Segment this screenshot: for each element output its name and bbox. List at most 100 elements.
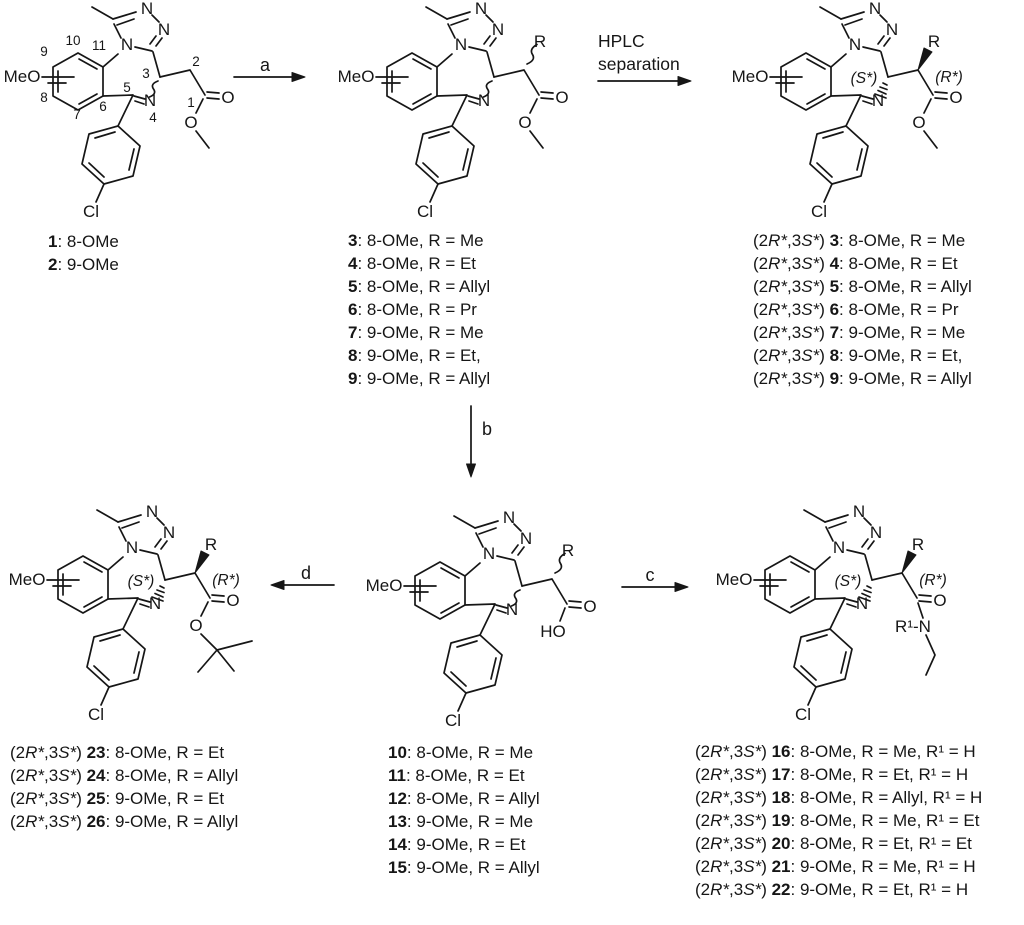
carbonyl-o-label: O <box>555 88 568 107</box>
chlorophenyl-aromatic-lines <box>88 131 135 178</box>
arrow-a: a <box>233 55 306 82</box>
compound-label: (2R*,3S*) 3: 8-OMe, R = Me <box>753 231 966 250</box>
triazole-n-right-label: N <box>886 20 898 39</box>
stereo-descriptor: (2R*,3S*) <box>695 788 772 807</box>
stereo-descriptor: (2R*,3S*) <box>10 812 87 831</box>
amide-r1-n-label: R¹-N <box>895 617 931 636</box>
compound-label: 10: 8-OMe, R = Me <box>388 743 534 762</box>
compound-label: (2R*,3S*) 23: 8-OMe, R = Et <box>10 743 225 762</box>
atom-labels: MeO N N N N Cl O O R <box>338 0 569 221</box>
compound-label: (2R*,3S*) 16: 8-OMe, R = Me, R¹ = H <box>695 742 976 761</box>
benzene-aromatic-lines <box>391 58 432 105</box>
stereo-descriptor: (2R*,3S*) <box>10 766 87 785</box>
double-bonds <box>840 11 891 105</box>
compound-label: (2R*,3S*) 8: 9-OMe, R = Et, <box>753 346 963 365</box>
stereo-descriptor: (2R*,3S*) <box>753 277 830 296</box>
methyl-ester-bonds <box>195 98 210 149</box>
ester-o-label: O <box>912 113 925 132</box>
compound-label: (2R*,3S*) 19: 8-OMe, R = Me, R¹ = Et <box>695 811 980 830</box>
structure-compounds-1-2: MeO N N N N Cl O O 10 11 9 8 7 6 5 4 3 2… <box>4 0 235 221</box>
arrow-d-label: d <box>301 563 311 583</box>
n4-label: N <box>144 91 156 110</box>
carbonyl-o-label: O <box>583 597 596 616</box>
amide-n-ethyl-bonds <box>917 602 936 676</box>
sidechain-bonds <box>887 69 948 100</box>
wedge-bond-c2-r <box>901 550 917 574</box>
compound-label: 2: 9-OMe <box>48 255 119 274</box>
atom-labels: MeO N N N N Cl O O <box>4 0 235 221</box>
chloro-bond <box>100 686 110 706</box>
ring-position-numbers: 10 11 9 8 7 6 5 4 3 2 1 <box>40 33 200 125</box>
labels-compounds-1-2: 1: 8-OMe 2: 9-OMe <box>48 230 119 276</box>
n11-label: N <box>849 35 861 54</box>
compound-label: 13: 9-OMe, R = Me <box>388 812 534 831</box>
s-star-label: (S*) <box>128 573 155 590</box>
triazole-diazepine-bonds <box>96 509 166 630</box>
r-group-label: R <box>205 535 217 554</box>
structure-compounds-10-15: MeO N N N N Cl O HO R <box>366 508 597 730</box>
compound-label: 8: 9-OMe, R = Et, <box>348 346 481 365</box>
compound-label: (2R*,3S*) 20: 8-OMe, R = Et, R¹ = Et <box>695 834 972 853</box>
labels-compounds-3-9: 3: 8-OMe, R = Me 4: 8-OMe, R = Et 5: 8-O… <box>348 229 490 390</box>
methoxy-label: MeO <box>732 67 769 86</box>
acid-oh-bond <box>559 607 566 622</box>
methoxy-variable-bond <box>769 76 803 84</box>
wavy-bond-c2-r <box>554 552 566 574</box>
methoxy-variable-bond <box>375 76 409 84</box>
triazole-n-top-label: N <box>853 502 865 521</box>
arrow-c: c <box>621 565 689 592</box>
hydroxyl-label: HO <box>540 622 566 641</box>
stereo-descriptor: (2R*,3S*) <box>695 765 772 784</box>
chlorine-label: Cl <box>811 202 827 221</box>
triazole-diazepine-bonds <box>819 6 889 127</box>
labels-compounds-16-22: (2R*,3S*) 16: 8-OMe, R = Me, R¹ = H (2R*… <box>695 740 982 901</box>
n11-label: N <box>126 538 138 557</box>
arrow-a-label: a <box>260 55 271 75</box>
compound-label: (2R*,3S*) 24: 8-OMe, R = Allyl <box>10 766 239 785</box>
arrow-b: b <box>466 405 492 478</box>
methoxy-variable-bond <box>753 579 787 587</box>
triazole-n-right-label: N <box>492 20 504 39</box>
position-11: 11 <box>92 38 106 53</box>
double-bonds <box>112 11 163 105</box>
methoxy-label: MeO <box>338 67 375 86</box>
position-8: 8 <box>40 90 48 105</box>
position-1: 1 <box>187 95 195 110</box>
atom-labels: MeO N N N N Cl O HO R <box>366 508 597 730</box>
methoxy-label: MeO <box>716 570 753 589</box>
sidechain-bonds <box>164 572 225 603</box>
arrowhead-c-icon <box>674 582 689 592</box>
chlorine-label: Cl <box>445 711 461 730</box>
hplc-label-line2: separation <box>598 54 680 74</box>
n11-label: N <box>121 35 133 54</box>
stereo-descriptor: (2R*,3S*) <box>695 857 772 876</box>
arrow-d: d <box>270 563 335 590</box>
triazole-n-right-label: N <box>520 529 532 548</box>
ester-o-label: O <box>518 113 531 132</box>
carbonyl-o-label: O <box>933 591 946 610</box>
wedge-bond-c2-r <box>194 550 210 574</box>
wavy-bond-c3 <box>482 80 493 98</box>
triazole-diazepine-bonds <box>91 6 161 127</box>
double-bonds <box>474 520 525 614</box>
r-star-label: (R*) <box>212 572 240 589</box>
position-6: 6 <box>99 99 107 114</box>
benzene-aromatic-lines <box>419 567 460 614</box>
triazole-diazepine-bonds <box>803 509 873 630</box>
sidechain-bonds <box>871 572 932 603</box>
compound-label: 5: 8-OMe, R = Allyl <box>348 277 491 296</box>
chlorine-label: Cl <box>795 705 811 724</box>
chloro-bond <box>823 183 833 203</box>
triazole-n-top-label: N <box>869 0 881 18</box>
chlorophenyl-aromatic-lines <box>816 131 863 178</box>
stereo-descriptor: (2R*,3S*) <box>753 254 830 273</box>
r-group-label: R <box>912 535 924 554</box>
compound-label: 14: 9-OMe, R = Et <box>388 835 526 854</box>
skeleton-bonds <box>46 509 253 706</box>
carbonyl-o-label: O <box>226 591 239 610</box>
stereo-descriptor: (2R*,3S*) <box>695 880 772 899</box>
n11-label: N <box>833 538 845 557</box>
chloro-bond <box>457 692 467 712</box>
s-star-label: (S*) <box>851 70 878 87</box>
